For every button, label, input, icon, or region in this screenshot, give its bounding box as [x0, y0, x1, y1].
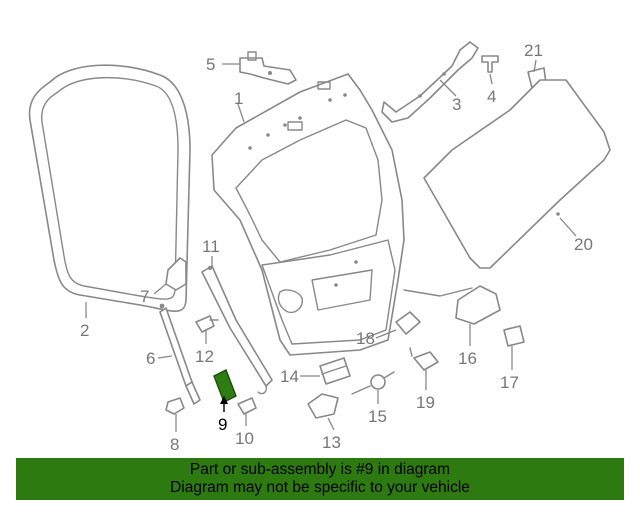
- banner-line-1: Part or sub-assembly is #9 in diagram: [189, 461, 451, 478]
- callout-labels: 1 2 3 4 5 6 7 8 9 10 11 12 13 14 15 16 1…: [80, 41, 593, 454]
- part-13-bracket[interactable]: [307, 393, 339, 419]
- part-5-hinge[interactable]: [239, 51, 297, 85]
- callout-8[interactable]: 8: [170, 435, 179, 454]
- leader-lines: [85, 59, 577, 432]
- callout-9[interactable]: 9: [218, 415, 227, 434]
- part-2-weatherstrip[interactable]: [28, 64, 191, 312]
- callout-3[interactable]: 3: [452, 95, 461, 114]
- part-12-stud[interactable]: [195, 315, 219, 333]
- callout-10[interactable]: 10: [235, 429, 254, 448]
- callout-6[interactable]: 6: [146, 349, 155, 368]
- part-14-module[interactable]: [319, 357, 351, 385]
- callout-1[interactable]: 1: [234, 89, 243, 108]
- callout-11[interactable]: 11: [202, 237, 220, 256]
- callout-14[interactable]: 14: [280, 367, 299, 386]
- callout-5[interactable]: 5: [206, 55, 215, 74]
- callout-2[interactable]: 2: [80, 321, 89, 340]
- part-17-switch[interactable]: [503, 325, 525, 347]
- callout-21[interactable]: 21: [524, 41, 543, 60]
- callout-7[interactable]: 7: [140, 287, 149, 306]
- part-8-ball-stud[interactable]: [165, 397, 185, 415]
- callout-20[interactable]: 20: [574, 235, 593, 254]
- callout-17[interactable]: 17: [500, 373, 519, 392]
- part-11-power-strut[interactable]: [201, 265, 273, 395]
- callout-18[interactable]: 18: [356, 329, 375, 348]
- callout-12[interactable]: 12: [195, 347, 214, 366]
- part-15-actuator[interactable]: [351, 371, 395, 395]
- part-4-bolt[interactable]: [481, 55, 499, 73]
- callout-4[interactable]: 4: [487, 87, 496, 106]
- part-16-latch[interactable]: [403, 285, 501, 325]
- part-20-glass[interactable]: [423, 79, 611, 269]
- part-18-handle[interactable]: [395, 311, 421, 335]
- part-6-gas-strut[interactable]: [159, 303, 201, 405]
- banner-line-2: Diagram may not be specific to your vehi…: [170, 479, 470, 496]
- callout-19[interactable]: 19: [416, 393, 435, 412]
- part-3-bracket[interactable]: [381, 41, 479, 123]
- callout-16[interactable]: 16: [458, 349, 477, 368]
- callout-15[interactable]: 15: [368, 407, 387, 426]
- info-banner: Part or sub-assembly is #9 in diagram Di…: [16, 458, 624, 500]
- part-9-highlighted[interactable]: [213, 369, 237, 412]
- part-19-release[interactable]: [409, 347, 439, 371]
- part-10-stud[interactable]: [237, 397, 257, 415]
- callout-13[interactable]: 13: [322, 433, 341, 452]
- part-1-liftgate[interactable]: [211, 73, 405, 356]
